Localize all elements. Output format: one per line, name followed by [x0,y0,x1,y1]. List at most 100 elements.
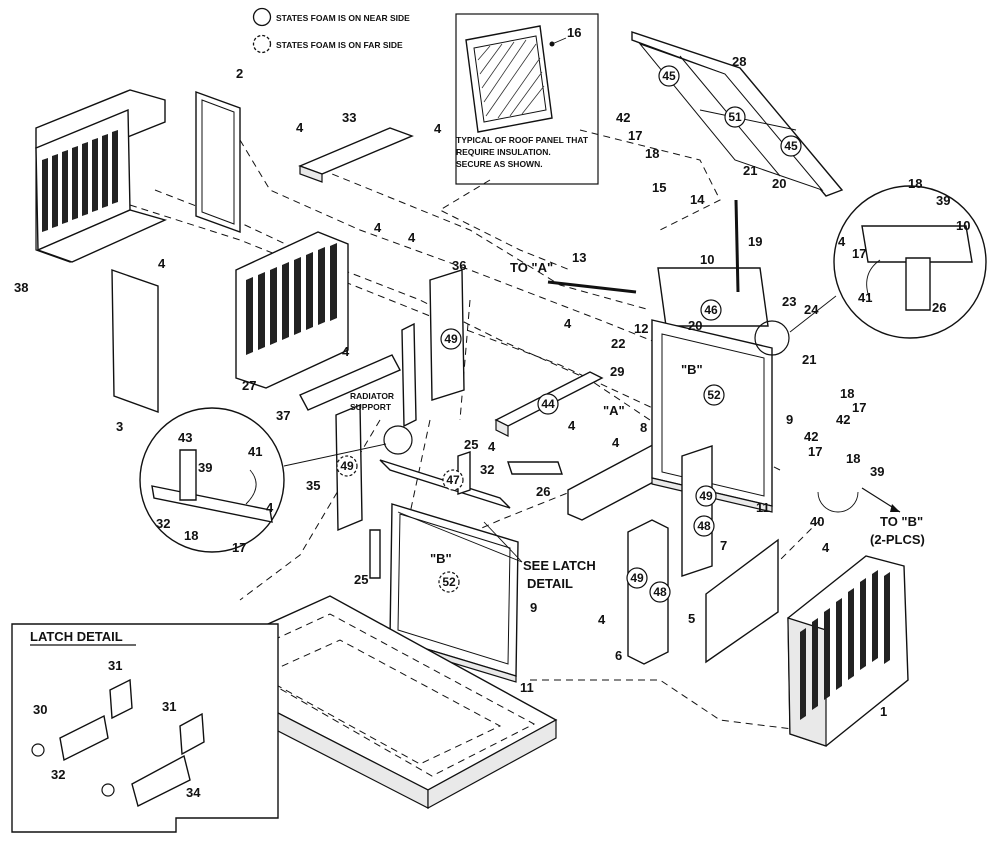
callout-24: 24 [804,302,819,317]
svg-text:52: 52 [707,388,721,402]
callout-17: 17 [852,246,866,261]
magnify-source-upper [754,320,790,356]
callout-18: 18 [908,176,922,191]
to-b-qty: (2-PLCS) [870,532,925,547]
part-19-gas-strut [734,199,740,293]
radiator-support-line2: SUPPORT [350,402,392,412]
part-38-side-panel [35,89,168,263]
callout-39: 39 [936,193,950,208]
callout-2: 2 [236,66,243,81]
latch-handle-1 [109,678,133,720]
callout-26: 26 [536,484,550,499]
callout-15: 15 [652,180,666,195]
part-10-header [657,267,769,327]
svg-text:44: 44 [541,397,555,411]
callout-37: 37 [276,408,290,423]
foam-markers: 45 51 45 46 52 49 44 49 47 49 48 49 48 5… [336,65,802,603]
callout-10: 10 [956,218,970,233]
callout-8: 8 [640,420,647,435]
latch-detail-box: LATCH DETAIL [11,623,279,833]
callout-4: 4 [374,220,382,235]
callout-41: 41 [248,444,262,459]
foam-44: 44 [537,393,559,415]
callout-4: 4 [342,344,350,359]
svg-text:48: 48 [653,585,667,599]
callout-9: 9 [786,412,793,427]
callout-4: 4 [822,540,830,555]
foam-51: 51 [724,106,746,128]
part-33-top-plate [298,127,414,175]
callout-42: 42 [616,110,630,125]
callout-4: 4 [612,435,620,450]
inset-note-line3: SECURE AS SHOWN. [456,159,543,169]
callout-21: 21 [802,352,816,367]
legend-far-side: STATES FOAM IS ON FAR SIDE [276,40,403,50]
latch-handle-2 [179,712,205,756]
part-6-post [627,519,669,665]
callout-27: 27 [242,378,256,393]
part-5-panel [705,538,779,664]
a-mark: "A" [603,403,625,418]
callout-25: 25 [354,572,368,587]
see-latch-line2: DETAIL [527,576,573,591]
callout-12: 12 [634,321,648,336]
callout-4: 4 [158,256,166,271]
foam-48a: 48 [693,515,715,537]
svg-text:48: 48 [697,519,711,533]
callout-29: 29 [610,364,624,379]
foam-45a: 45 [658,65,680,87]
see-latch-line1: SEE LATCH [523,558,596,573]
svg-text:49: 49 [699,489,713,503]
legend: STATES FOAM IS ON NEAR SIDE STATES FOAM … [252,7,410,54]
callout-4: 4 [434,121,442,136]
svg-text:45: 45 [662,69,676,83]
svg-text:45: 45 [784,139,798,153]
part-7-post [681,445,713,577]
callout-28: 28 [732,54,746,69]
callout-3: 3 [116,419,123,434]
callout-14: 14 [690,192,705,207]
radiator-support-post [401,322,417,428]
callout-32: 32 [156,516,170,531]
latch-bracket-1 [59,714,109,762]
callout-23: 23 [782,294,796,309]
part-40-clamp [817,491,859,513]
callout-19: 19 [748,234,762,249]
latch-bracket-2 [131,754,191,808]
callout-39: 39 [870,464,884,479]
callout-13: 13 [572,250,586,265]
callout-32: 32 [480,462,494,477]
callout-20: 20 [772,176,786,191]
near-side-symbol [252,7,272,27]
callout-33: 33 [342,110,356,125]
callout-40: 40 [810,514,824,529]
part-13-rod [547,280,637,294]
callout-17: 17 [808,444,822,459]
to-b-label: TO "B" [880,514,923,529]
svg-text:49: 49 [630,571,644,585]
callout-4: 4 [598,612,606,627]
latch-callout-31: 31 [108,658,122,673]
foam-49a: 49 [440,328,462,350]
far-side-symbol [252,34,272,54]
callout-4: 4 [296,120,304,135]
svg-text:46: 46 [704,303,718,317]
foam-48b: 48 [649,581,671,603]
part-26-latch-plate [905,257,931,311]
latch-callout-31: 31 [162,699,176,714]
callout-9: 9 [530,600,537,615]
callout-18: 18 [846,451,860,466]
callout-10: 10 [700,252,714,267]
callout-17: 17 [232,540,246,555]
callout-16: 16 [567,25,581,40]
callout-11: 11 [756,500,770,515]
foam-49c: 49 [695,485,717,507]
callout-20: 20 [688,318,702,333]
part-callouts: 2 33 4 4 4 38 3 28 42 17 18 21 15 20 14 … [14,54,970,800]
part-1-louvered-panel [787,555,909,747]
part-27-louvered-panel [235,231,349,389]
latch-detail-frame [11,623,279,833]
svg-text:49: 49 [444,332,458,346]
foam-45b: 45 [780,135,802,157]
callout-42: 42 [804,429,818,444]
